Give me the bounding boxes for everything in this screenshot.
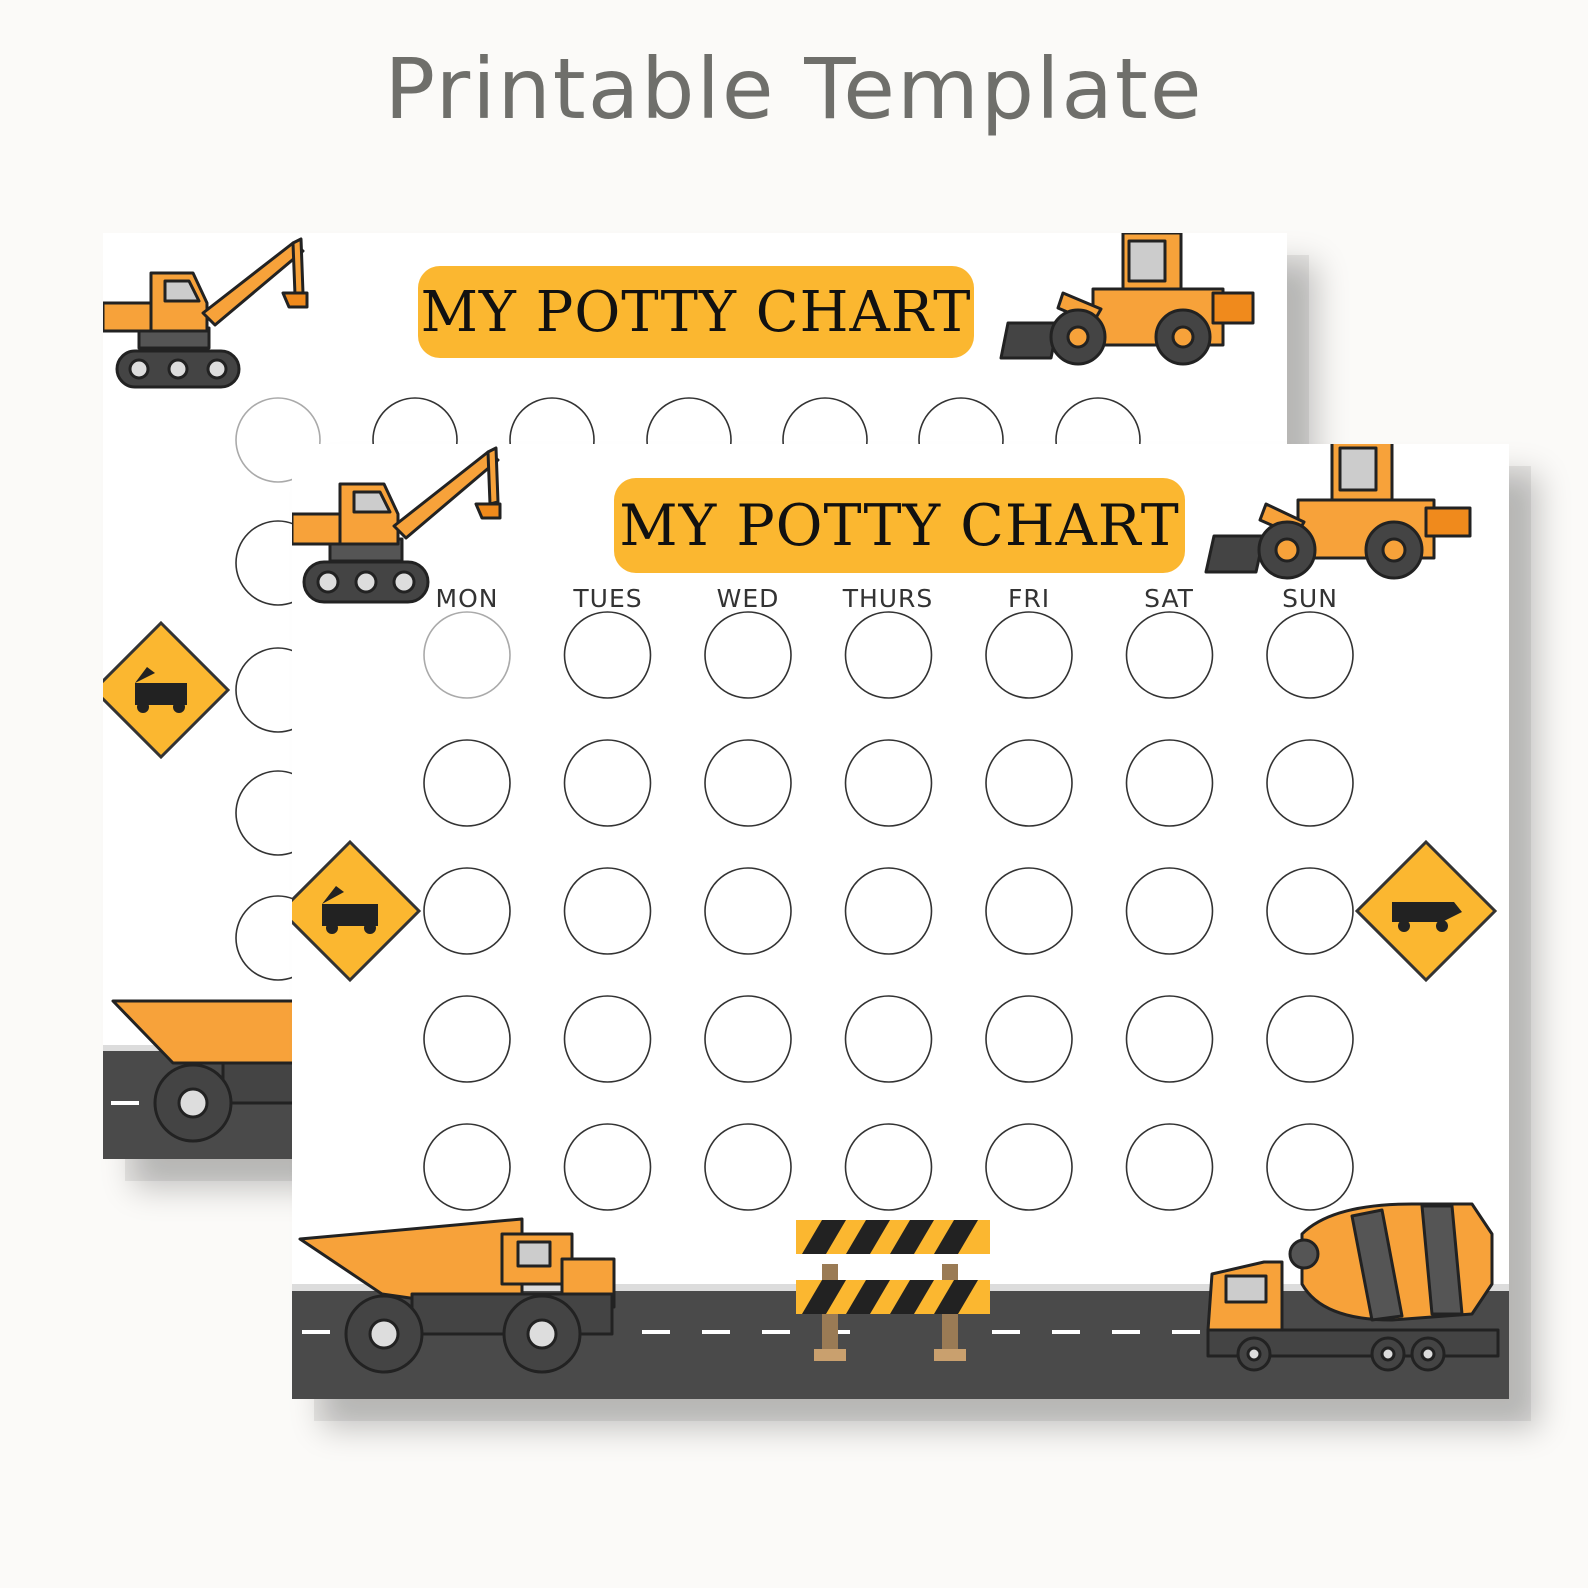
sticker-circle — [704, 995, 792, 1083]
sticker-circle — [423, 995, 511, 1083]
front-circle-grid — [423, 611, 1354, 1211]
sticker-circle — [1125, 867, 1214, 955]
sticker-circle — [1125, 1123, 1214, 1211]
sticker-circle — [844, 739, 933, 827]
sticker-circle — [844, 1123, 933, 1211]
day-label-fri: FRI — [1007, 584, 1051, 613]
sticker-circle — [1266, 1123, 1354, 1211]
day-label-tues: TUES — [573, 584, 643, 613]
wheel-loader-icon — [1204, 444, 1472, 580]
day-label-thurs: THURS — [842, 584, 934, 613]
sticker-circle — [423, 1123, 511, 1211]
cement-mixer-icon — [1206, 1202, 1500, 1372]
chart-title: MY POTTY CHART — [614, 478, 1185, 573]
dump-truck-icon — [298, 1217, 616, 1374]
day-label-wed: WED — [716, 584, 780, 613]
wheel-loader-icon — [999, 233, 1255, 366]
sticker-circle — [704, 1123, 792, 1211]
sticker-circle — [985, 867, 1073, 955]
sticker-circle — [1125, 611, 1214, 699]
sticker-circle — [563, 995, 652, 1083]
dump-truck-icon — [111, 999, 305, 1143]
sticker-circle — [563, 739, 652, 827]
sticker-circle — [563, 611, 652, 699]
sticker-circle — [985, 995, 1073, 1083]
sticker-circle — [844, 611, 933, 699]
day-label-mon: MON — [435, 584, 499, 613]
sticker-circle — [985, 611, 1073, 699]
excavator-icon — [292, 446, 502, 604]
sticker-circle — [563, 1123, 652, 1211]
sticker-circle — [423, 611, 511, 699]
sticker-circle — [844, 995, 933, 1083]
sticker-circle — [985, 739, 1073, 827]
construction-sign-icon — [1354, 839, 1498, 983]
sticker-circle — [985, 1123, 1073, 1211]
chart-sheet-front: MY POTTY CHART MON TUES WED THURS FRI SA… — [292, 444, 1509, 1399]
sticker-circle — [704, 867, 792, 955]
sticker-circle — [704, 739, 792, 827]
sticker-circle — [1266, 611, 1354, 699]
page-heading: Printable Template — [384, 40, 1204, 138]
back-chart-title: MY POTTY CHART — [418, 266, 974, 358]
sticker-circle — [423, 739, 511, 827]
day-label-sat: SAT — [1144, 584, 1194, 613]
sticker-circle — [563, 867, 652, 955]
construction-sign-icon — [292, 839, 422, 983]
excavator-icon — [103, 237, 309, 389]
sticker-circle — [1266, 739, 1354, 827]
sticker-circle — [423, 867, 511, 955]
day-label-sun: SUN — [1282, 584, 1338, 613]
sticker-circle — [1125, 739, 1214, 827]
sticker-circle — [1125, 995, 1214, 1083]
front-sheet-artwork — [292, 444, 1509, 1399]
sticker-circle — [1266, 867, 1354, 955]
sticker-circle — [1266, 995, 1354, 1083]
sticker-circle — [704, 611, 792, 699]
sticker-circle — [844, 867, 933, 955]
construction-sign-icon — [103, 620, 231, 760]
road-barrier-icon — [796, 1220, 990, 1361]
